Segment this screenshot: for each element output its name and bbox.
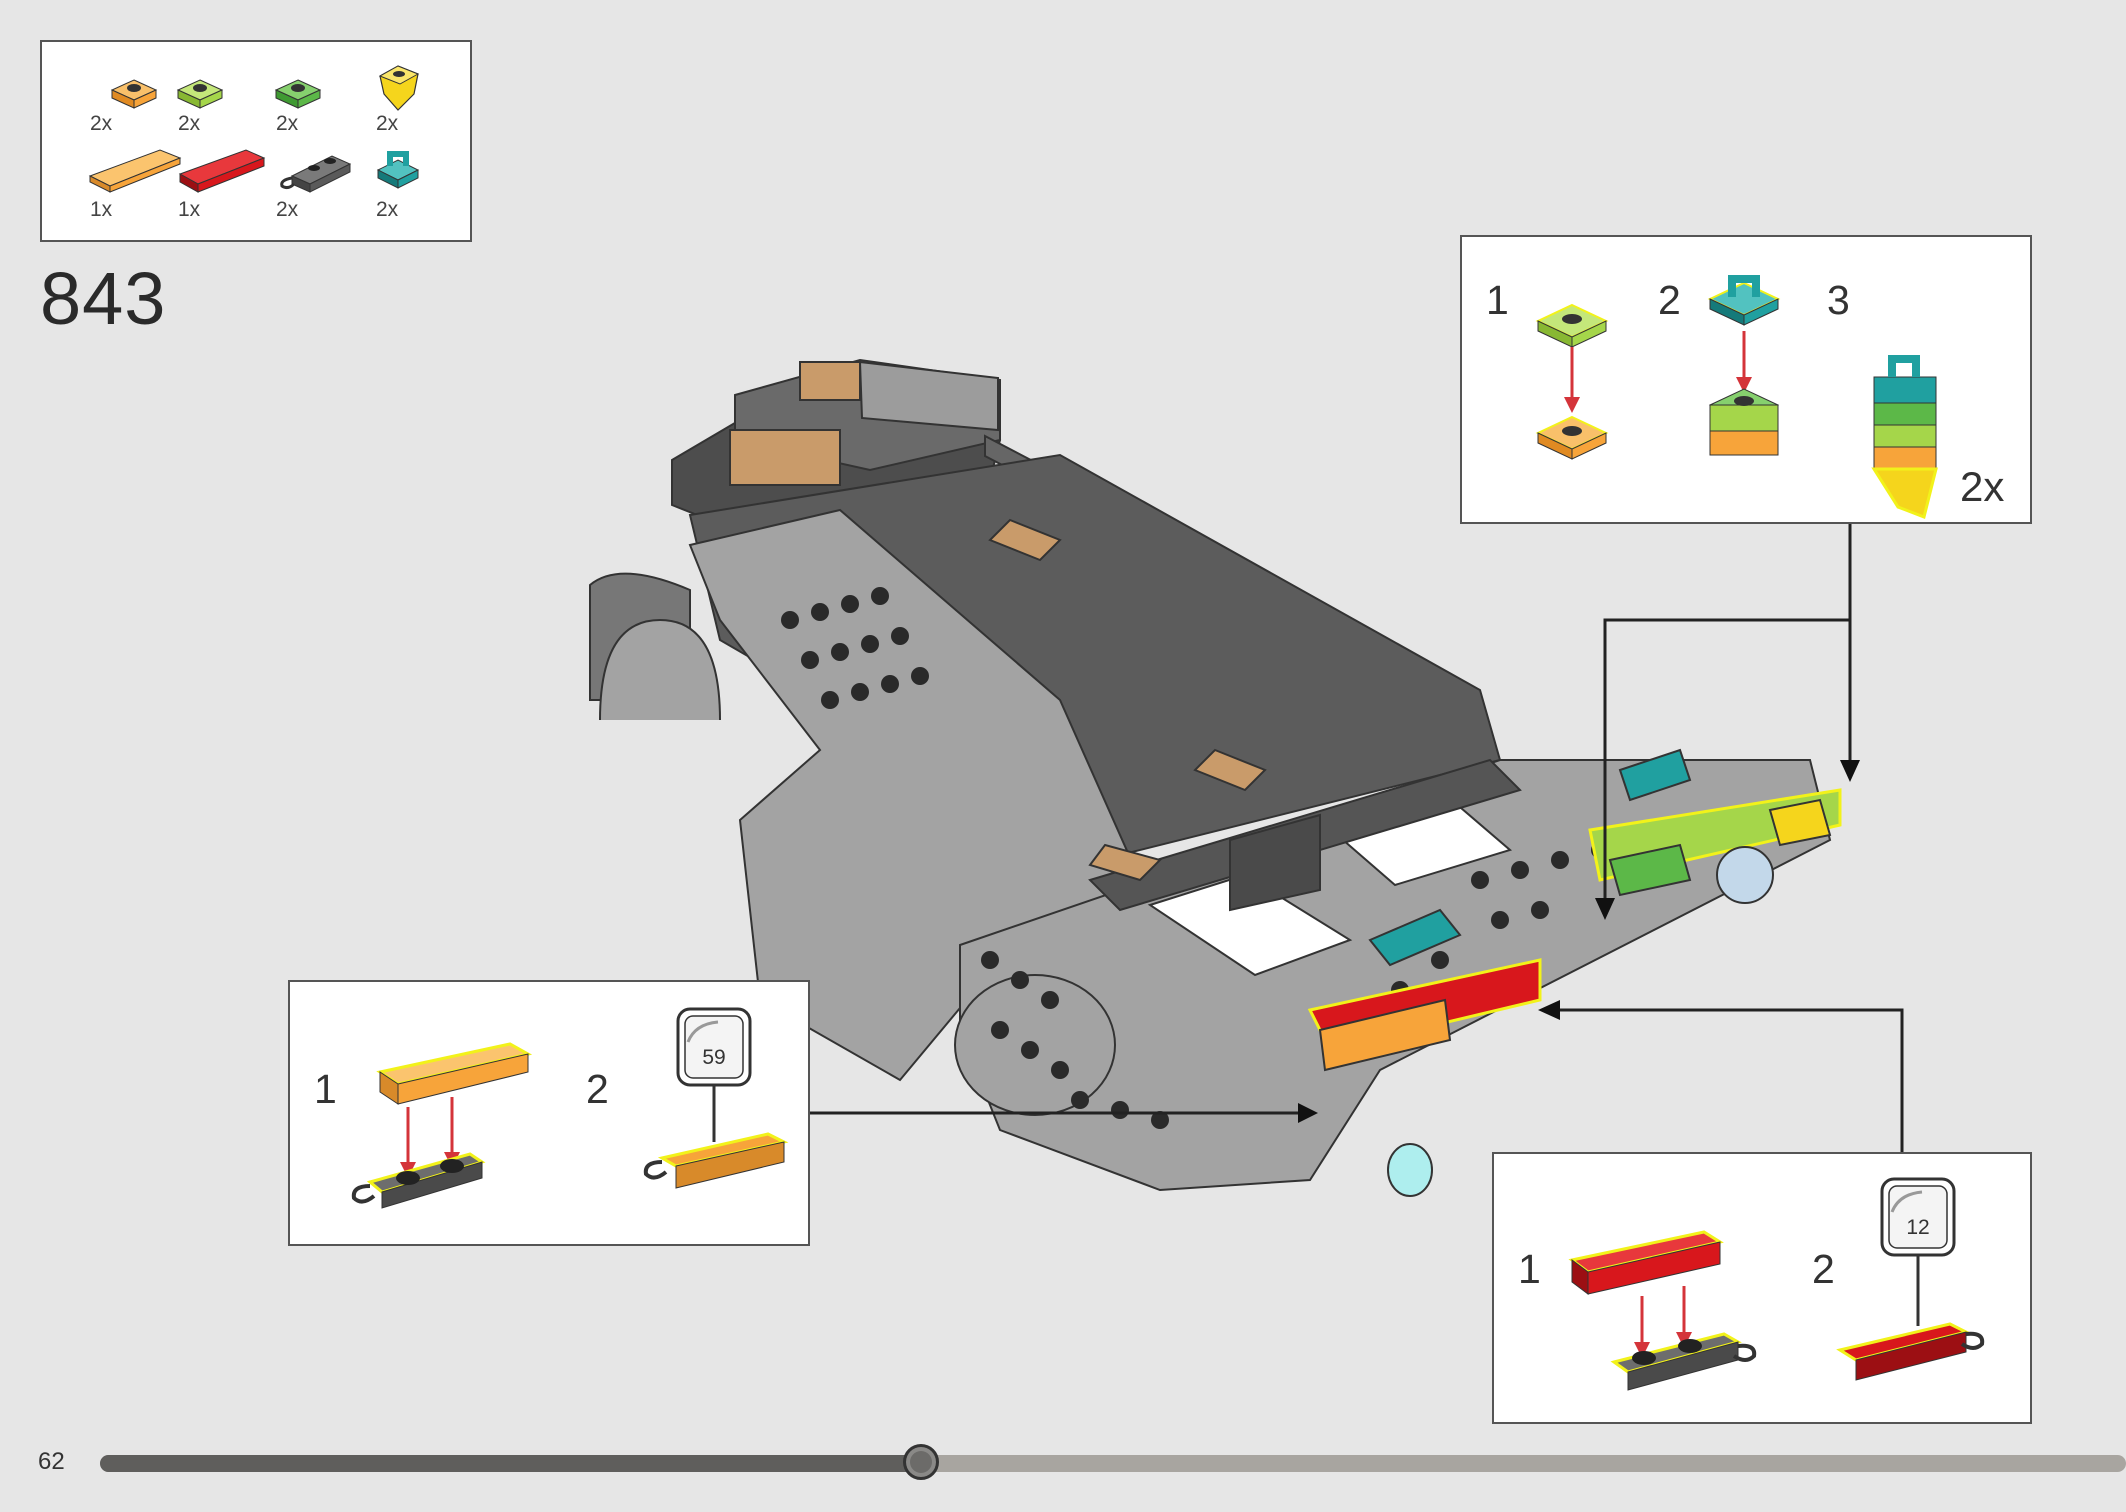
part-qty: 2x [90, 112, 113, 135]
part-qty: 2x [276, 198, 299, 221]
part-qty: 1x [90, 198, 113, 221]
parts-list-box: 2x 2x 2x 2x 1x 1x 2x 2x [40, 40, 472, 242]
callout-top-right: 1 2 3 2x [1460, 235, 2032, 524]
part-qty: 1x [178, 198, 201, 221]
progress-fill [100, 1455, 921, 1472]
callout-step-label: 2 [586, 1066, 609, 1112]
callout-step-label: 2 [1658, 277, 1681, 323]
step-number: 843 [40, 257, 167, 340]
parts-list-graphics [88, 65, 420, 193]
green-plate-1x1-icon [274, 79, 322, 109]
callout-step-label: 1 [314, 1066, 337, 1112]
red-tile-1x4-icon [178, 149, 266, 193]
callout-left-graphics: 59 [351, 1007, 789, 1209]
callout-step-label: 3 [1827, 277, 1850, 323]
orange-tile-1x4-icon [88, 149, 182, 193]
part-qty: 2x [376, 112, 399, 135]
callout-step-label: 1 [1486, 277, 1509, 323]
sticker-number: 12 [1906, 1216, 1929, 1239]
part-qty: 2x [276, 112, 299, 135]
part-qty: 2x [376, 198, 399, 221]
callout-bottom-right: 1 2 12 [1492, 1152, 2032, 1424]
orange-plate-1x1-icon [110, 79, 158, 109]
yellow-slope-1x1-icon [378, 65, 420, 111]
part-qty: 2x [178, 112, 201, 135]
callout-bottom-right-graphics: 12 [1568, 1177, 1985, 1391]
callout-top-right-graphics [1535, 275, 1938, 520]
callout-left: 1 2 59 [288, 980, 810, 1246]
teal-plate-clip-1x1-icon [376, 151, 420, 189]
sticker-number: 59 [702, 1046, 725, 1069]
lime-plate-1x1-icon [176, 79, 224, 109]
callout-multiplier: 2x [1960, 463, 2005, 510]
page-number: 62 [38, 1448, 65, 1475]
dark-gray-plate-clip-1x2-icon [280, 155, 352, 193]
progress-handle[interactable] [902, 1444, 939, 1480]
callout-step-label: 1 [1518, 1246, 1541, 1292]
callout-step-label: 2 [1812, 1246, 1835, 1292]
